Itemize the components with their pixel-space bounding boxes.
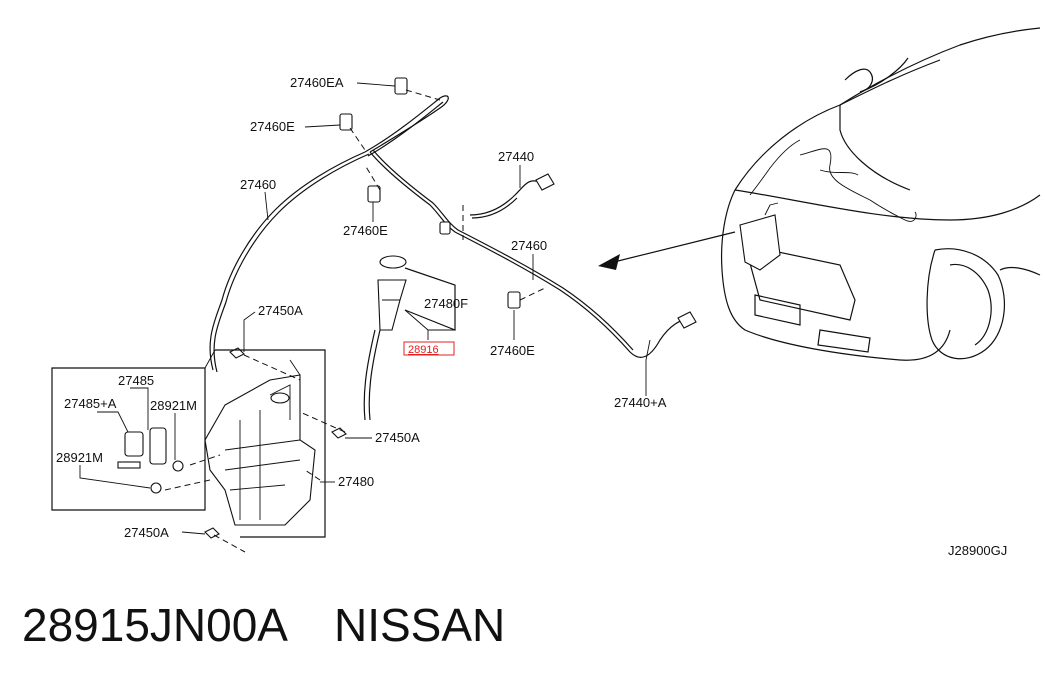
parts-diagram: 27460EA 27460E 27460 27460E 27440 27460 … bbox=[51, 27, 1041, 558]
label-28921M-top: 28921M bbox=[150, 398, 197, 413]
washer-nozzles bbox=[535, 173, 697, 329]
direction-arrow bbox=[598, 231, 736, 270]
label-27460E-mid: 27460E bbox=[343, 223, 388, 238]
hose-clips bbox=[339, 77, 521, 309]
label-27460E-top: 27460E bbox=[250, 119, 295, 134]
label-27450A-top: 27450A bbox=[258, 303, 303, 318]
part-labels: 27460EA 27460E 27460 27460E 27440 27460 … bbox=[56, 75, 1007, 558]
washer-hose bbox=[209, 95, 691, 421]
filler-neck bbox=[377, 255, 407, 331]
brand-name: NISSAN bbox=[333, 599, 506, 651]
label-27480F: 27480F bbox=[424, 296, 468, 311]
leader-lines bbox=[79, 82, 651, 535]
washer-pumps bbox=[117, 427, 184, 494]
part-caption: 28915JN00A NISSAN bbox=[22, 598, 505, 652]
label-27440: 27440 bbox=[498, 149, 534, 164]
label-28921M-left: 28921M bbox=[56, 450, 103, 465]
washer-tank bbox=[204, 359, 316, 526]
label-27485A: 27485+A bbox=[64, 396, 117, 411]
label-27450A-mid: 27450A bbox=[375, 430, 420, 445]
label-27440A: 27440+A bbox=[614, 395, 667, 410]
group-frames bbox=[51, 267, 456, 538]
label-27450A-bottom: 27450A bbox=[124, 525, 169, 540]
dashed-guides bbox=[164, 89, 546, 553]
label-27485: 27485 bbox=[118, 373, 154, 388]
label-28916: 28916 bbox=[408, 344, 439, 356]
label-28916-box bbox=[403, 341, 455, 356]
label-27480: 27480 bbox=[338, 474, 374, 489]
part-number: 28915JN00A bbox=[22, 599, 288, 651]
label-27460-left: 27460 bbox=[240, 177, 276, 192]
vehicle-illustration bbox=[721, 27, 1041, 361]
label-27460E-right: 27460E bbox=[490, 343, 535, 358]
label-27460EA: 27460EA bbox=[290, 75, 344, 90]
diagram-code: J28900GJ bbox=[948, 543, 1007, 558]
label-27460-right: 27460 bbox=[511, 238, 547, 253]
